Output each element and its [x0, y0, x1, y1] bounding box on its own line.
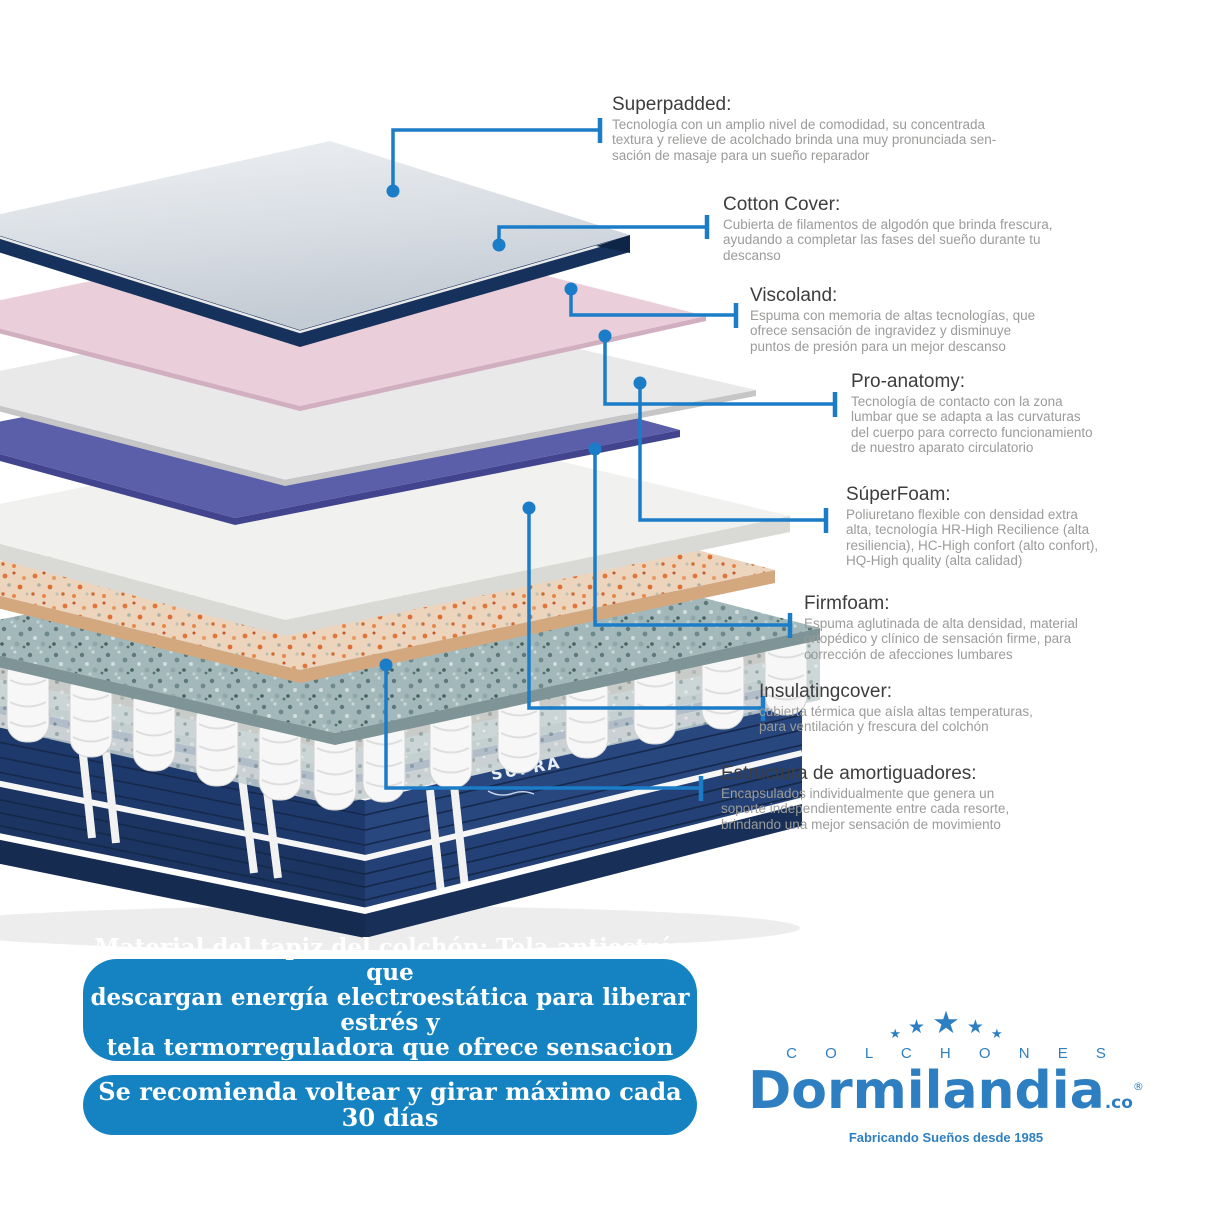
callout-body: Poliuretano flexible con densidad extra … [846, 507, 1099, 568]
note-text: Material del tapiz del colchón: Tela ant… [90, 934, 690, 1086]
callout-title: Insulatingcover: [759, 681, 893, 702]
callout-body: Espuma con memoria de altas tecnologías,… [750, 308, 1036, 354]
leader-viscoland [569, 289, 736, 317]
callout-title: Firmfoam: [804, 593, 890, 614]
registered-mark-icon: ® [1132, 1080, 1144, 1093]
dormilandia-logo: ★ ★ ★ ★ ★ C O L C H O N E S Dormilandia.… [726, 1002, 1166, 1145]
callout-leader-lines [379, 118, 838, 801]
star-icon: ★ [990, 1026, 1003, 1041]
callout-pro-anatomy: Pro-anatomy: Tecnología de contacto con … [851, 371, 1191, 455]
logo-tagline: Fabricando Sueños desde 1985 [848, 1130, 1044, 1145]
note-box-material: Material del tapiz del colchón: Tela ant… [83, 935, 697, 1085]
leader-pro-anatomy [603, 336, 835, 406]
star-icon: ★ [966, 1017, 984, 1038]
logo-colchones-text: C O L C H O N E S [786, 1045, 1118, 1062]
callout-body: Tecnología de contacto con la zona lumba… [851, 394, 1093, 455]
layer-superpadded [0, 141, 631, 347]
callout-viscoland: Viscoland: Espuma con memoria de altas t… [750, 285, 1150, 354]
callout-cotton-cover: Cotton Cover: Cubierta de filamentos de … [723, 194, 1153, 263]
callout-superfoam: SúperFoam: Poliuretano flexible con dens… [846, 484, 1196, 568]
callout-body: Tecnología con un amplio nivel de comodi… [612, 117, 997, 163]
callout-body: Espuma aglutinada de alta densidad, mate… [804, 616, 1078, 662]
callout-firmfoam: Firmfoam: Espuma aglutinada de alta dens… [804, 593, 1194, 662]
mattress-illustration: SUPRA Dormilandia [0, 118, 838, 950]
callout-superpadded: Superpadded: Tecnología con un amplio ni… [612, 94, 1092, 163]
callout-title: SúperFoam: [846, 484, 951, 505]
leader-insulatingcover [527, 508, 763, 710]
note-text: Se recomienda voltear y girar máximo cad… [98, 1077, 682, 1132]
star-icon: ★ [908, 1017, 926, 1038]
brand-suffix: .co [1104, 1093, 1133, 1113]
callout-title: Estructura de amortiguadores: [721, 763, 977, 784]
callout-body: Encapsulados individualmente que genera … [721, 786, 1010, 832]
callout-estructura: Estructura de amortiguadores: Encapsulad… [721, 763, 1141, 832]
leader-estructura [384, 665, 701, 790]
callout-body: cubierta térmica que aísla altas tempera… [759, 704, 1033, 735]
callout-title: Pro-anatomy: [851, 371, 966, 392]
leader-firmfoam [593, 449, 790, 627]
callout-title: Viscoland: [750, 285, 838, 306]
leader-superpadded [391, 128, 600, 191]
logo-brand-text: Dormilandia.co® [726, 1064, 1166, 1126]
callout-title: Superpadded: [612, 94, 732, 115]
layer-mattress-base: SUPRA Dormilandia [0, 692, 803, 938]
leader-superfoam [638, 383, 826, 522]
note-box-recommendation: Se recomienda voltear y girar máximo cad… [83, 1075, 697, 1135]
star-icon: ★ [932, 1005, 960, 1040]
callout-insulatingcover: Insulatingcover: cubierta térmica que aí… [759, 681, 1159, 735]
brand-word: Dormilandia [748, 1061, 1105, 1121]
logo-stars-icon: ★ ★ ★ ★ ★ [726, 1002, 1166, 1042]
star-icon: ★ [889, 1026, 902, 1041]
callout-title: Cotton Cover: [723, 194, 841, 215]
callout-body: Cubierta de filamentos de algodón que br… [723, 217, 1053, 263]
bottom-piping [0, 797, 803, 915]
